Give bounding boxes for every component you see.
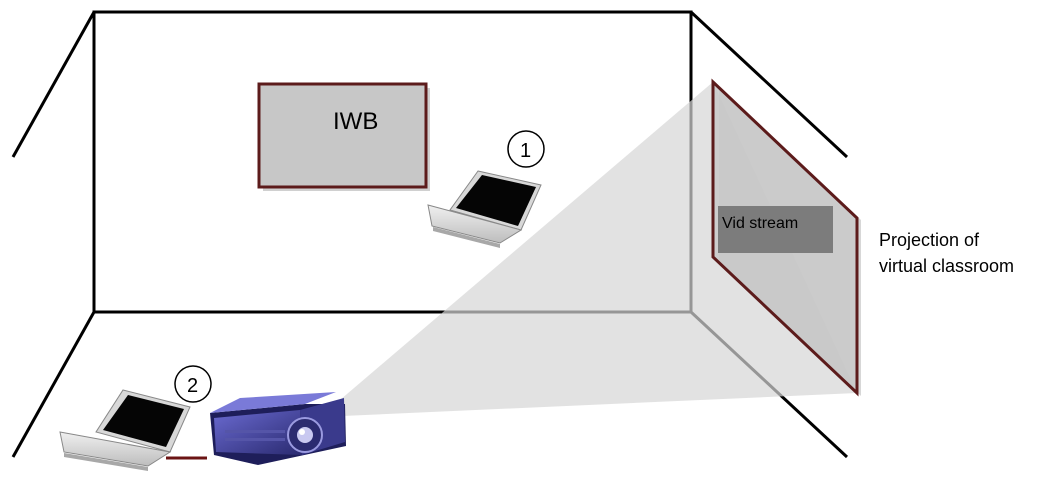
- iwb-label: IWB: [333, 108, 378, 135]
- marker-2: 2: [174, 365, 212, 403]
- ceiling-left-edge: [11, 11, 96, 158]
- floor-left-edge: [11, 311, 96, 458]
- vid-stream-box: [718, 206, 833, 253]
- projector-icon: [210, 392, 346, 465]
- iwb: IWB: [257, 82, 430, 191]
- marker-1: 1: [507, 130, 545, 168]
- projection-screen: Vid stream: [711, 78, 861, 397]
- laptop-1-icon: [427, 170, 542, 248]
- projection-caption-line1: Projection of: [879, 230, 980, 250]
- vid-stream-label: Vid stream: [722, 215, 798, 232]
- laptop-2-icon: [59, 389, 191, 471]
- iwb-board: [257, 82, 428, 189]
- marker-2-label: 2: [187, 375, 198, 397]
- ceiling-right-edge: [689, 10, 849, 159]
- projection-caption-line2: virtual classroom: [879, 256, 1014, 276]
- marker-1-label: 1: [520, 140, 531, 162]
